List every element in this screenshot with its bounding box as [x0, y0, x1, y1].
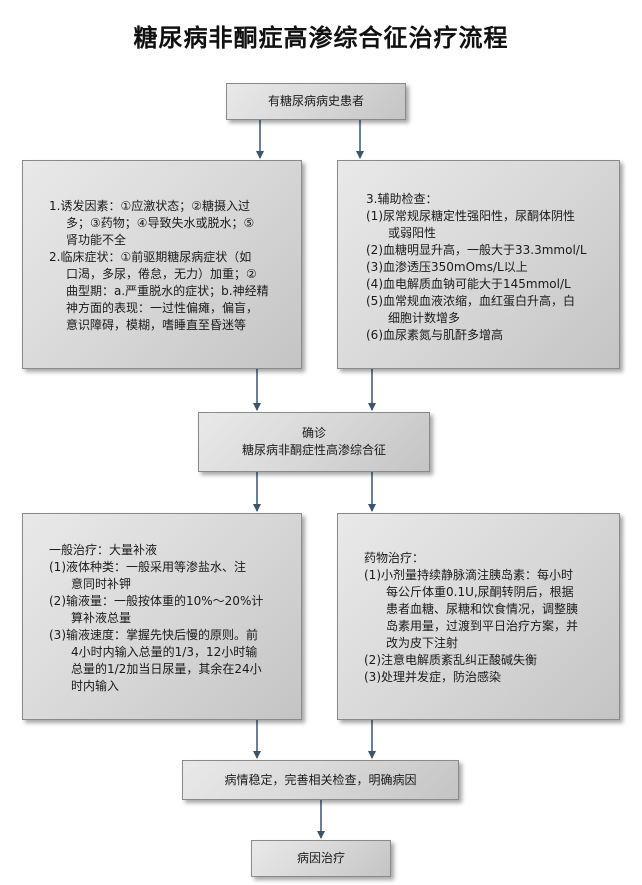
general-line: (2)输液量：一般按体重的10%～20%计: [49, 594, 264, 608]
general-line: 4小时内输入总量的1/3，12小时输: [71, 645, 258, 659]
exam-heading: 3.辅助检查：: [366, 192, 438, 206]
clinical-line: 口渴，多尿，倦怠，无力）加重；②: [66, 267, 257, 281]
drug-heading: 药物治疗：: [364, 551, 425, 565]
drug-treatment-box: 药物治疗： (1)小剂量持续静脉滴注胰岛素：每小时 每公斤体重0.1U,尿酮转阴…: [337, 513, 620, 720]
clinical-line: 1.诱发因素：①应激状态；②糖摄入过: [49, 199, 250, 213]
diagnosis-title: 确诊: [301, 426, 326, 440]
exam-line: (3)血渗透压350mOms/L以上: [366, 260, 528, 274]
exam-line: 细胞计数增多: [388, 311, 461, 325]
general-line: (3)输液速度：掌握先快后慢的原则。前: [49, 628, 258, 642]
page-title: 糖尿病非酮症高渗综合征治疗流程: [133, 23, 509, 52]
general-treatment-box: 一般治疗：大量补液 (1)液体种类：一般采用等渗盐水、注 意同时补钾 (2)输液…: [22, 513, 302, 720]
diagnosis-box: 确诊 糖尿病非酮症性高渗综合征: [198, 412, 430, 472]
general-heading: 一般治疗：大量补液: [49, 543, 158, 557]
drug-line: (2)注意电解质紊乱纠正酸碱失衡: [364, 653, 537, 667]
drug-line: 每公斤体重0.1U,尿酮转阴后，根据: [386, 585, 574, 599]
cause-label: 病因治疗: [296, 851, 345, 865]
clinical-line: 肾功能不全: [66, 233, 127, 247]
stable-box: 病情稳定，完善相关检查，明确病因: [182, 760, 459, 800]
exam-line: (5)血常规血液浓缩，血红蛋白升高，白: [366, 294, 575, 308]
exam-line: (2)血糖明显升高，一般大于33.3mmol/L: [366, 243, 587, 257]
general-line: (1)液体种类：一般采用等渗盐水、注: [49, 560, 246, 574]
drug-line: 改为皮下注射: [386, 636, 459, 650]
auxiliary-exam-box: 3.辅助检查： (1)尿常规尿糖定性强阳性，尿酮体阴性 或弱阳性 (2)血糖明显…: [337, 160, 620, 369]
general-line: 总量的1/2加当日尿量，其余在24小: [71, 662, 262, 676]
general-line: 意同时补钾: [71, 577, 132, 591]
exam-line: (6)血尿素氮与肌酐多增高: [366, 328, 503, 342]
stable-label: 病情稳定，完善相关检查，明确病因: [224, 772, 417, 787]
exam-line: 或弱阳性: [388, 226, 437, 240]
exam-line: (4)血电解质血钠可能大于145mmol/L: [366, 277, 571, 291]
cause-treatment-box: 病因治疗: [251, 840, 391, 877]
clinical-line: 神方面的表现：一过性偏瘫，偏盲，: [66, 301, 259, 315]
exam-line: (1)尿常规尿糖定性强阳性，尿酮体阴性: [366, 209, 575, 223]
general-line: 时内输入: [71, 679, 120, 693]
clinical-line: 2.临床症状：①前驱期糖尿病症状（如: [49, 250, 252, 264]
clinical-line: 意识障碍，模糊，嗜睡直至昏迷等: [66, 318, 247, 332]
clinical-features-box: 1.诱发因素：①应激状态；②糖摄入过 多；③药物；④导致失水或脱水；⑤ 肾功能不…: [22, 160, 302, 369]
history-box-label: 有糖尿病病史患者: [267, 94, 364, 108]
drug-line: 岛素用量，过渡到平日治疗方案，并: [386, 619, 579, 633]
clinical-line: 多；③药物；④导致失水或脱水；⑤: [66, 216, 255, 230]
history-box: 有糖尿病病史患者: [226, 83, 406, 120]
drug-line: 患者血糖、尿糖和饮食情况，调整胰: [386, 602, 579, 616]
drug-line: (1)小剂量持续静脉滴注胰岛素：每小时: [364, 568, 573, 582]
drug-line: (3)处理并发症，防治感染: [364, 670, 501, 684]
diagnosis-name: 糖尿病非酮症性高渗综合征: [241, 443, 386, 457]
general-line: 算补液总量: [71, 611, 132, 625]
clinical-line: 曲型期：a.严重脱水的症状；b.神经精: [66, 284, 269, 298]
